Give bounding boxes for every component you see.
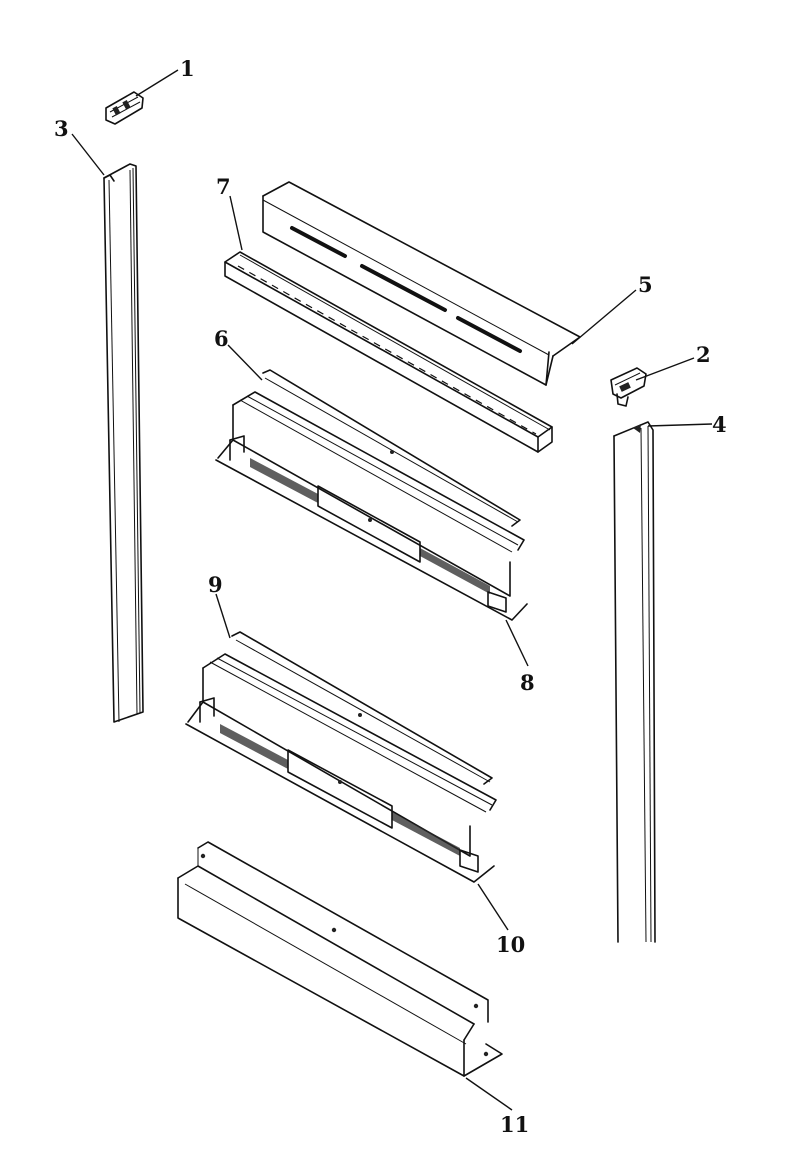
part-4-right-post <box>613 421 656 943</box>
part-5-upper-rail <box>262 181 581 386</box>
part-10-lower-tray <box>185 697 495 883</box>
callout-8: 8 <box>520 670 535 695</box>
callout-7: 7 <box>216 174 231 199</box>
callout-10: 10 <box>496 932 525 957</box>
callout-11: 11 <box>500 1112 529 1137</box>
leader-lines <box>71 69 713 1111</box>
part-6-middle-channel <box>217 369 525 597</box>
part-8-middle-tray <box>215 435 528 621</box>
callout-9: 9 <box>208 572 223 597</box>
part-1-clip <box>105 91 144 125</box>
part-11-bottom-channel <box>177 841 503 1077</box>
part-3-left-post <box>103 163 144 723</box>
callout-1: 1 <box>180 56 195 81</box>
callout-3: 3 <box>54 116 69 141</box>
part-7-perforated-strip <box>224 251 553 453</box>
part-2-clip <box>610 367 647 407</box>
callout-2: 2 <box>696 342 711 367</box>
callout-4: 4 <box>712 412 727 437</box>
callout-5: 5 <box>638 272 653 297</box>
part-9-lower-channel <box>187 631 497 857</box>
callout-6: 6 <box>214 326 229 351</box>
